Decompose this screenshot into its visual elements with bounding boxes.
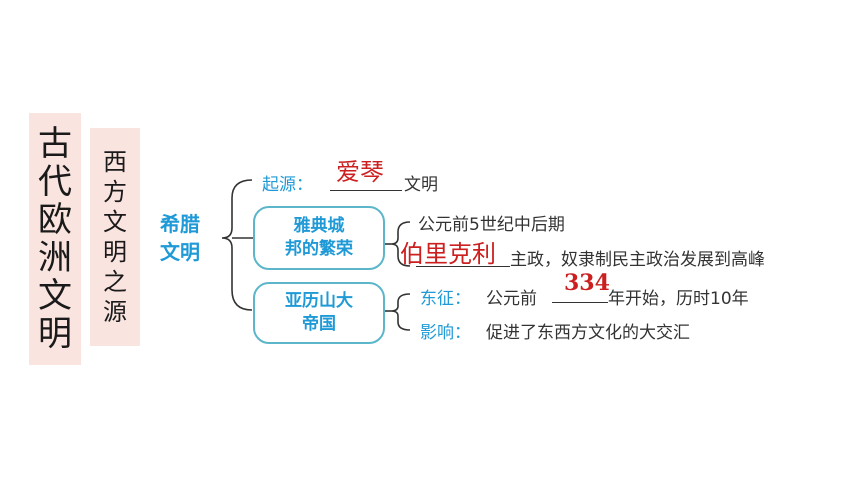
alexander-pill: 亚历山大 帝国 (253, 282, 385, 344)
sub-title-char: 方 (103, 178, 127, 206)
sub-title-box: 西 方 文 明 之 源 (90, 128, 140, 346)
athens-pill-line1: 雅典城 (293, 216, 345, 236)
sub-title-char: 明 (103, 238, 127, 266)
athens-pill: 雅典城 邦的繁荣 (253, 206, 385, 270)
main-title-char: 古 (38, 124, 72, 164)
impact-text: 促进了东西方文化的大交汇 (486, 323, 690, 343)
sub-title-char: 之 (103, 268, 127, 296)
origin-blank-line (330, 190, 402, 191)
origin-suffix: 文明 (404, 175, 438, 195)
east-suffix: 年开始，历时10年 (608, 289, 749, 309)
alexander-pill-line2: 帝国 (302, 314, 336, 334)
east-prefix: 公元前 (486, 289, 537, 309)
origin-label: 起源： (262, 175, 313, 195)
sub-title-char: 西 (103, 148, 127, 176)
brace-greece (221, 179, 253, 311)
athens-time: 公元前5世纪中后期 (418, 215, 565, 235)
athens-blank-line (416, 266, 510, 267)
brace-alex (390, 293, 411, 331)
alexander-pill-line1: 亚历山大 (285, 291, 353, 311)
main-title-char: 代 (38, 162, 72, 202)
athens-suffix: 主政，奴隶制民主政治发展到高峰 (510, 250, 765, 270)
main-title-box: 古 代 欧 洲 文 明 (29, 113, 81, 365)
main-title-char: 明 (38, 314, 72, 354)
east-blank-line (552, 302, 608, 303)
origin-answer: 爱琴 (336, 158, 384, 186)
main-title-char: 欧 (38, 200, 72, 240)
athens-pill-line2: 邦的繁荣 (285, 239, 353, 259)
main-title-char: 文 (38, 276, 72, 316)
greece-line1: 希腊 (160, 212, 200, 236)
main-title-char: 洲 (38, 238, 72, 278)
east-label: 东征： (420, 289, 471, 309)
impact-label: 影响： (420, 323, 471, 343)
greece-node: 希腊 文明 (150, 210, 210, 266)
sub-title-char: 文 (103, 208, 127, 236)
athens-answer: 伯里克利 (400, 240, 496, 268)
greece-line2: 文明 (160, 240, 200, 264)
sub-title-char: 源 (103, 298, 127, 326)
east-answer: 334 (564, 270, 610, 296)
